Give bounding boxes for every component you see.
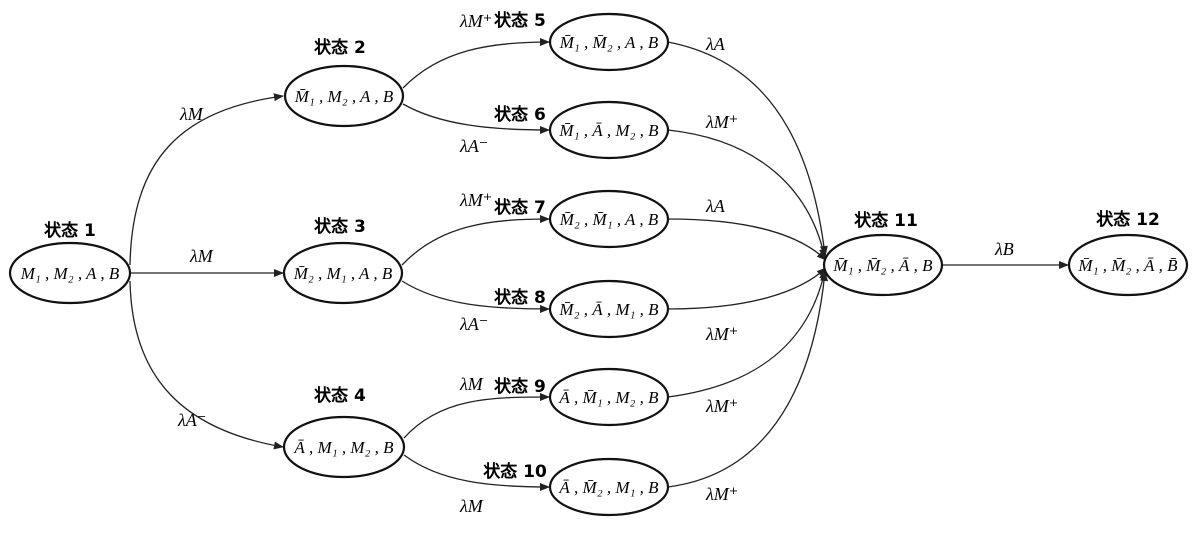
state-content: M̄₂ , Ā , M₁ , B	[558, 300, 659, 319]
state-content: Ā , M₁ , M₂ , B	[293, 438, 394, 457]
state-node-2: 状态 2 M̄₁ , M₂ , A , B	[283, 37, 405, 128]
transition-rate-labels: λM λM λA⁻ λM⁺ λA⁻ λM⁺ λA⁻ λM λM λA λM⁺ λ…	[177, 11, 1014, 516]
state-nodes: 状态 1 M₁ , M₂ , A , B 状态 2 M̄₁ , M₂ , A ,…	[8, 10, 1189, 517]
state-title: 状态 11	[854, 210, 918, 231]
state-title: 状态 3	[314, 216, 366, 237]
state-node-6: 状态 6 M̄₁ , Ā , M₂ , B	[494, 100, 670, 160]
transition-s2-s5	[402, 38, 550, 89]
rate-label-s2-s5: λM⁺	[459, 11, 492, 31]
rate-label-s3-s8: λA⁻	[459, 314, 488, 334]
state-title: 状态 1	[44, 220, 96, 241]
state-ellipse	[548, 457, 670, 517]
state-ellipse	[822, 233, 944, 297]
state-ellipse	[282, 241, 404, 305]
transition-s3-s7	[401, 215, 550, 266]
transition-edges	[129, 38, 1069, 491]
rate-label-s1-s3: λM	[189, 246, 214, 266]
rate-label-s6-s11: λM⁺	[705, 112, 738, 132]
state-content: Ā , M̄₂ , M₁ , B	[558, 478, 659, 497]
state-node-11: 状态 11 M̄₁ , M̄₂ , Ā , B	[822, 210, 944, 297]
transition-s10-s11	[667, 271, 829, 488]
transition-s9-s11	[667, 269, 828, 398]
transition-s4-s9	[403, 393, 550, 439]
state-node-12: 状态 12 M̄₁ , M̄₂ , Ā , B̄	[1067, 209, 1189, 297]
state-title: 状态 12	[1096, 209, 1160, 230]
rate-label-s7-s11: λA	[705, 196, 726, 216]
transition-s2-s6	[402, 103, 550, 134]
state-ellipse	[548, 279, 670, 339]
rate-label-s4-s9: λM	[459, 374, 484, 394]
transition-s5-s11	[667, 41, 828, 256]
state-content: M̄₁ , M̄₂ , A , B	[559, 33, 659, 52]
state-title: 状态 8	[494, 287, 546, 308]
state-content: Ā , M̄₁ , M₂ , B	[558, 388, 659, 407]
state-node-10: 状态 10 Ā , M̄₂ , M₁ , B	[483, 457, 670, 517]
rate-label-s2-s6: λA⁻	[459, 136, 488, 156]
state-title: 状态 10	[483, 461, 547, 482]
state-content: M₁ , M₂ , A , B	[20, 264, 120, 283]
state-title: 状态 6	[494, 104, 546, 125]
state-ellipse	[8, 241, 132, 305]
rate-label-s11-s12: λB	[994, 239, 1014, 259]
state-ellipse	[1067, 233, 1189, 297]
state-node-8: 状态 8 M̄₂ , Ā , M₁ , B	[494, 279, 670, 339]
state-content: M̄₁ , M₂ , A , B	[294, 87, 394, 106]
transition-s8-s11	[667, 267, 827, 310]
transition-s4-s10	[403, 454, 550, 491]
state-title: 状态 4	[314, 385, 366, 406]
state-ellipse	[548, 100, 670, 160]
state-content: M̄₁ , M̄₂ , Ā , B	[832, 256, 933, 275]
state-node-1: 状态 1 M₁ , M₂ , A , B	[8, 220, 132, 305]
rate-label-s9-s11: λM⁺	[705, 396, 738, 416]
state-node-7: 状态 7 M̄₂ , M̄₁ , A , B	[494, 189, 670, 249]
transition-s1-s4	[129, 280, 284, 450]
state-node-9: 状态 9 Ā , M̄₁ , M₂ , B	[494, 367, 670, 427]
rate-label-s5-s11: λA	[705, 34, 726, 54]
state-node-3: 状态 3 M̄₂ , M₁ , A , B	[282, 216, 404, 305]
state-title: 状态 2	[314, 37, 366, 58]
transition-s1-s2	[129, 93, 284, 266]
transition-s3-s8	[401, 280, 550, 313]
state-ellipse	[283, 64, 405, 128]
state-node-5: 状态 5 M̄₁ , M̄₂ , A , B	[494, 10, 670, 72]
rate-label-s3-s7: λM⁺	[459, 190, 492, 210]
rate-label-s8-s11: λM⁺	[705, 324, 738, 344]
state-content: M̄₂ , M̄₁ , A , B	[559, 210, 659, 229]
state-title: 状态 7	[494, 197, 546, 218]
rate-label-s10-s11: λM⁺	[705, 484, 738, 504]
state-ellipse	[282, 415, 406, 479]
rate-label-s1-s4: λA⁻	[177, 410, 206, 430]
state-ellipse	[548, 189, 670, 249]
state-content: M̄₁ , M̄₂ , Ā , B̄	[1077, 256, 1178, 275]
transition-s6-s11	[667, 129, 827, 259]
state-content: M̄₁ , Ā , M₂ , B	[558, 121, 659, 140]
state-ellipse	[548, 367, 670, 427]
state-title: 状态 5	[494, 10, 546, 31]
rate-label-s4-s10: λM	[459, 496, 484, 516]
rate-label-s1-s2: λM	[179, 104, 204, 124]
state-node-4: 状态 4 Ā , M₁ , M₂ , B	[282, 385, 406, 479]
state-content: M̄₂ , M₁ , A , B	[293, 264, 393, 283]
state-ellipse	[548, 12, 670, 72]
transition-s7-s11	[667, 218, 827, 261]
state-title: 状态 9	[494, 376, 546, 397]
